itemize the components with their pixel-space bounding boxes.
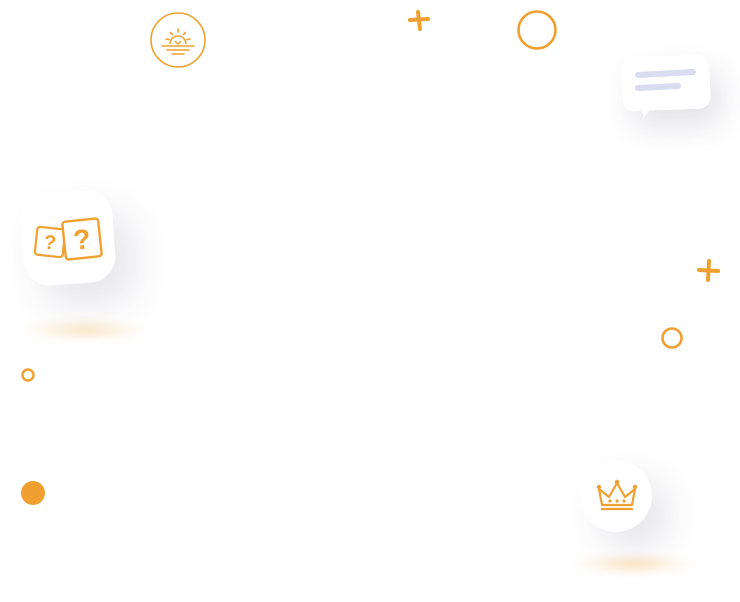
crown-card-glow [572, 552, 696, 576]
sunrise-icon [150, 12, 206, 68]
question-dice-icon: ? ? [33, 217, 103, 261]
chat-bubble-icon [635, 69, 696, 118]
filled-dot [21, 481, 45, 505]
outline-circle [661, 327, 683, 349]
crown-icon [596, 479, 638, 511]
outline-circle [21, 368, 35, 382]
plus-mark [408, 10, 430, 31]
outline-circle [517, 10, 557, 50]
dice-card-glow [22, 318, 148, 342]
svg-text:?: ? [43, 231, 57, 254]
svg-text:?: ? [72, 223, 92, 256]
plus-mark [697, 259, 720, 282]
